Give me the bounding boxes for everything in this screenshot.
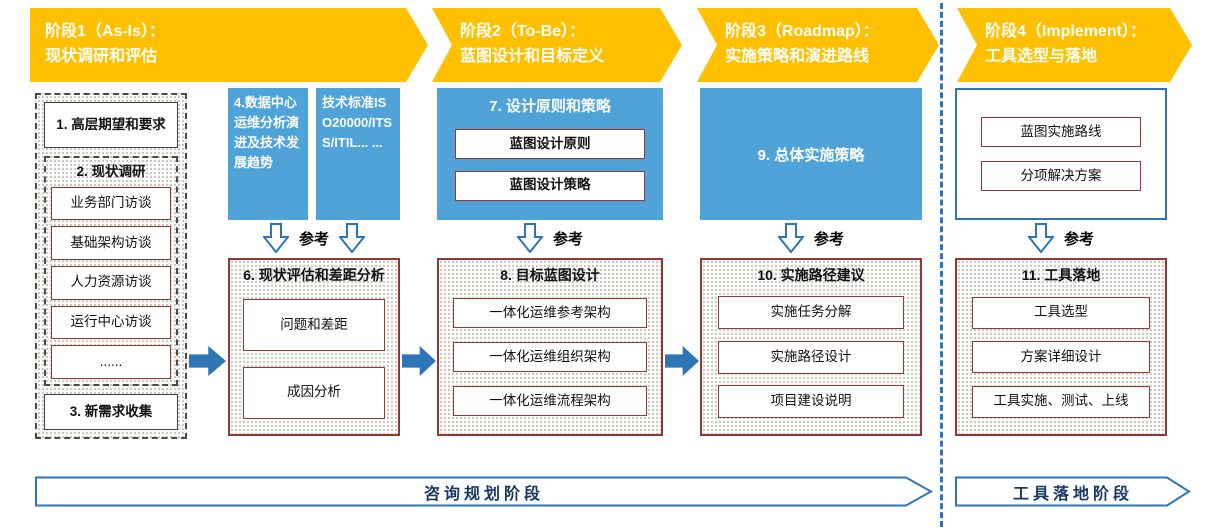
phase-banner-4-line1: 阶段4（Implement）：: [985, 23, 1146, 41]
consulting-phase-label: 咨询规划阶段: [423, 485, 544, 503]
phase-banner-3-line1: 阶段3（Roadmap）：: [725, 23, 879, 41]
principle-item: 蓝图设计原则: [455, 129, 645, 160]
landing-item: 工具实施、测试、上线: [972, 385, 1150, 418]
phase-banner-1-line1: 阶段1（As-Is）：: [45, 23, 166, 41]
blueprint-items: 一体化运维参考架构 一体化运维组织架构 一体化运维流程架构: [439, 284, 661, 434]
standards-reference-box: 技术标准ISO20000/ITSS/ITIL... ...: [316, 88, 400, 220]
landing-item: 方案详细设计: [972, 341, 1150, 374]
reference-label: 参考: [298, 230, 329, 248]
down-arrow-icon: [262, 223, 289, 253]
principle-item: 蓝图设计策略: [455, 170, 645, 201]
survey-title: 2. 现状调研: [76, 164, 146, 179]
plan-item: 蓝图实施路线: [981, 117, 1141, 147]
reference-label: 参考: [1063, 230, 1094, 248]
asis-panel: 1. 高层期望和要求 2. 现状调研 业务部门访谈 基础架构访谈 人力资源访谈 …: [35, 93, 187, 439]
blueprint-design-box: 8. 目标蓝图设计 一体化运维参考架构 一体化运维组织架构 一体化运维流程架构: [437, 258, 663, 436]
design-principles-box: 7. 设计原则和策略 蓝图设计原则 蓝图设计策略: [437, 88, 663, 220]
phase-banner-1-line2: 现状调研和评估: [45, 48, 158, 65]
phase-banner-2: 阶段2（To-Be）： 蓝图设计和目标定义: [432, 8, 682, 82]
tool-landing-phase-label: 工具落地阶段: [1012, 485, 1133, 503]
phase-banner-4: 阶段4（Implement）： 工具选型与落地: [957, 8, 1192, 82]
flow-arrow-right-icon: [665, 346, 699, 376]
interview-item: 基础架构访谈: [51, 226, 171, 260]
interview-item: 运行中心访谈: [51, 305, 171, 340]
phase-banner-1: 阶段1（As-Is）： 现状调研和评估: [30, 8, 428, 82]
phase-banner-3: 阶段3（Roadmap）： 实施策略和演进路线: [697, 8, 939, 82]
tool-landing-title: 11. 工具落地: [1021, 267, 1101, 283]
implementation-plan-box: 蓝图实施路线 分项解决方案: [955, 88, 1167, 220]
design-principles-title: 7. 设计原则和策略: [489, 98, 611, 115]
expectations-box: 1. 高层期望和要求: [44, 102, 178, 148]
tool-landing-banner-shape-icon: [955, 476, 1191, 507]
new-requirements-box: 3. 新需求收集: [44, 394, 178, 430]
reference-label: 参考: [552, 230, 583, 248]
down-arrow-icon: [339, 223, 365, 253]
implementation-path-title: 10. 实施路径建议: [757, 267, 865, 283]
assessment-title: 6. 现状评估和差距分析: [243, 267, 385, 283]
plan-item: 分项解决方案: [981, 161, 1141, 191]
assessment-items: 问题和差距 成因分析: [230, 284, 398, 434]
interview-item: 人力资源访谈: [51, 265, 171, 300]
phase-banner-2-line2: 蓝图设计和目标定义: [460, 48, 605, 65]
consulting-banner-shape-icon: [35, 476, 933, 507]
design-principles-items: 蓝图设计原则 蓝图设计策略: [437, 116, 663, 220]
phase-separator-line: [940, 3, 943, 527]
down-arrow-icon: [1027, 223, 1054, 253]
blueprint-design-title: 8. 目标蓝图设计: [500, 267, 600, 283]
flow-arrow-right-icon: [189, 346, 226, 376]
implement-reference-row: 参考: [955, 222, 1167, 254]
phase-banner-2-line1: 阶段2（To-Be）：: [460, 23, 586, 41]
overall-strategy-box: 9. 总体实施策略: [700, 88, 922, 220]
assessment-box: 6. 现状评估和差距分析 问题和差距 成因分析: [228, 258, 400, 436]
flow-arrow-right-icon: [402, 346, 436, 376]
down-arrow-icon: [516, 223, 543, 253]
landing-item: 工具选型: [972, 296, 1150, 329]
roadmap-reference-row: 参考: [700, 222, 922, 254]
blueprint-item: 一体化运维组织架构: [453, 342, 647, 373]
reference-label: 参考: [813, 230, 844, 248]
phase-banner-4-line2: 工具选型与落地: [985, 48, 1098, 65]
down-arrow-icon: [777, 223, 804, 253]
path-item: 项目建设说明: [718, 385, 904, 419]
landing-items: 工具选型 方案详细设计 工具实施、测试、上线: [957, 284, 1165, 434]
assessment-reference-row: 参考: [228, 222, 400, 254]
blueprint-item: 一体化运维参考架构: [453, 298, 647, 329]
implementation-path-box: 10. 实施路径建议 实施任务分解 实施路径设计 项目建设说明: [700, 258, 922, 436]
path-item: 实施任务分解: [718, 295, 904, 329]
assessment-item: 问题和差距: [243, 299, 385, 352]
interview-item: ......: [51, 345, 171, 379]
blueprint-item: 一体化运维流程架构: [453, 386, 647, 417]
consulting-phase-banner: 咨询规划阶段: [35, 476, 933, 507]
phase-banner-3-line2: 实施策略和演进路线: [725, 48, 870, 65]
trend-reference-box: 4.数据中心运维分析演进及技术发展趋势: [228, 88, 308, 220]
path-items: 实施任务分解 实施路径设计 项目建设说明: [702, 284, 920, 434]
blueprint-reference-row: 参考: [437, 222, 663, 254]
tool-landing-phase-banner: 工具落地阶段: [955, 476, 1191, 507]
survey-section: 2. 现状调研 业务部门访谈 基础架构访谈 人力资源访谈 运行中心访谈 ....…: [44, 156, 178, 386]
tool-landing-box: 11. 工具落地 工具选型 方案详细设计 工具实施、测试、上线: [955, 258, 1167, 436]
interview-item: 业务部门访谈: [51, 186, 171, 221]
assessment-item: 成因分析: [243, 366, 385, 419]
path-item: 实施路径设计: [718, 340, 904, 374]
